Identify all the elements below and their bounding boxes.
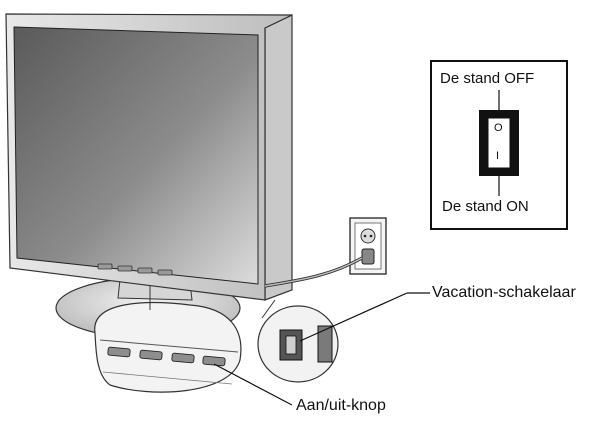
monitor-side <box>264 14 293 301</box>
vacation-switch-label: Vacation-schakelaar <box>432 284 576 301</box>
on-position-label: De stand ON <box>442 198 529 215</box>
off-position-label: De stand OFF <box>440 70 535 87</box>
power-leader-line <box>213 363 293 406</box>
monitor-screen <box>13 26 259 285</box>
wall-outlet-icon <box>349 217 387 275</box>
power-button-magnifier <box>94 286 242 393</box>
rocker-switch-icon <box>479 90 519 196</box>
vacation-leader-line <box>299 292 408 342</box>
power-plug-icon <box>361 248 375 265</box>
off-symbol: O <box>494 122 503 134</box>
front-buttons <box>97 263 173 276</box>
switch-position-inset: De stand OFF O I De stand ON <box>430 60 568 230</box>
power-button-label: Aan/uit-knop <box>296 397 386 414</box>
on-symbol: I <box>496 150 500 162</box>
vacation-switch-magnifier <box>257 299 339 383</box>
